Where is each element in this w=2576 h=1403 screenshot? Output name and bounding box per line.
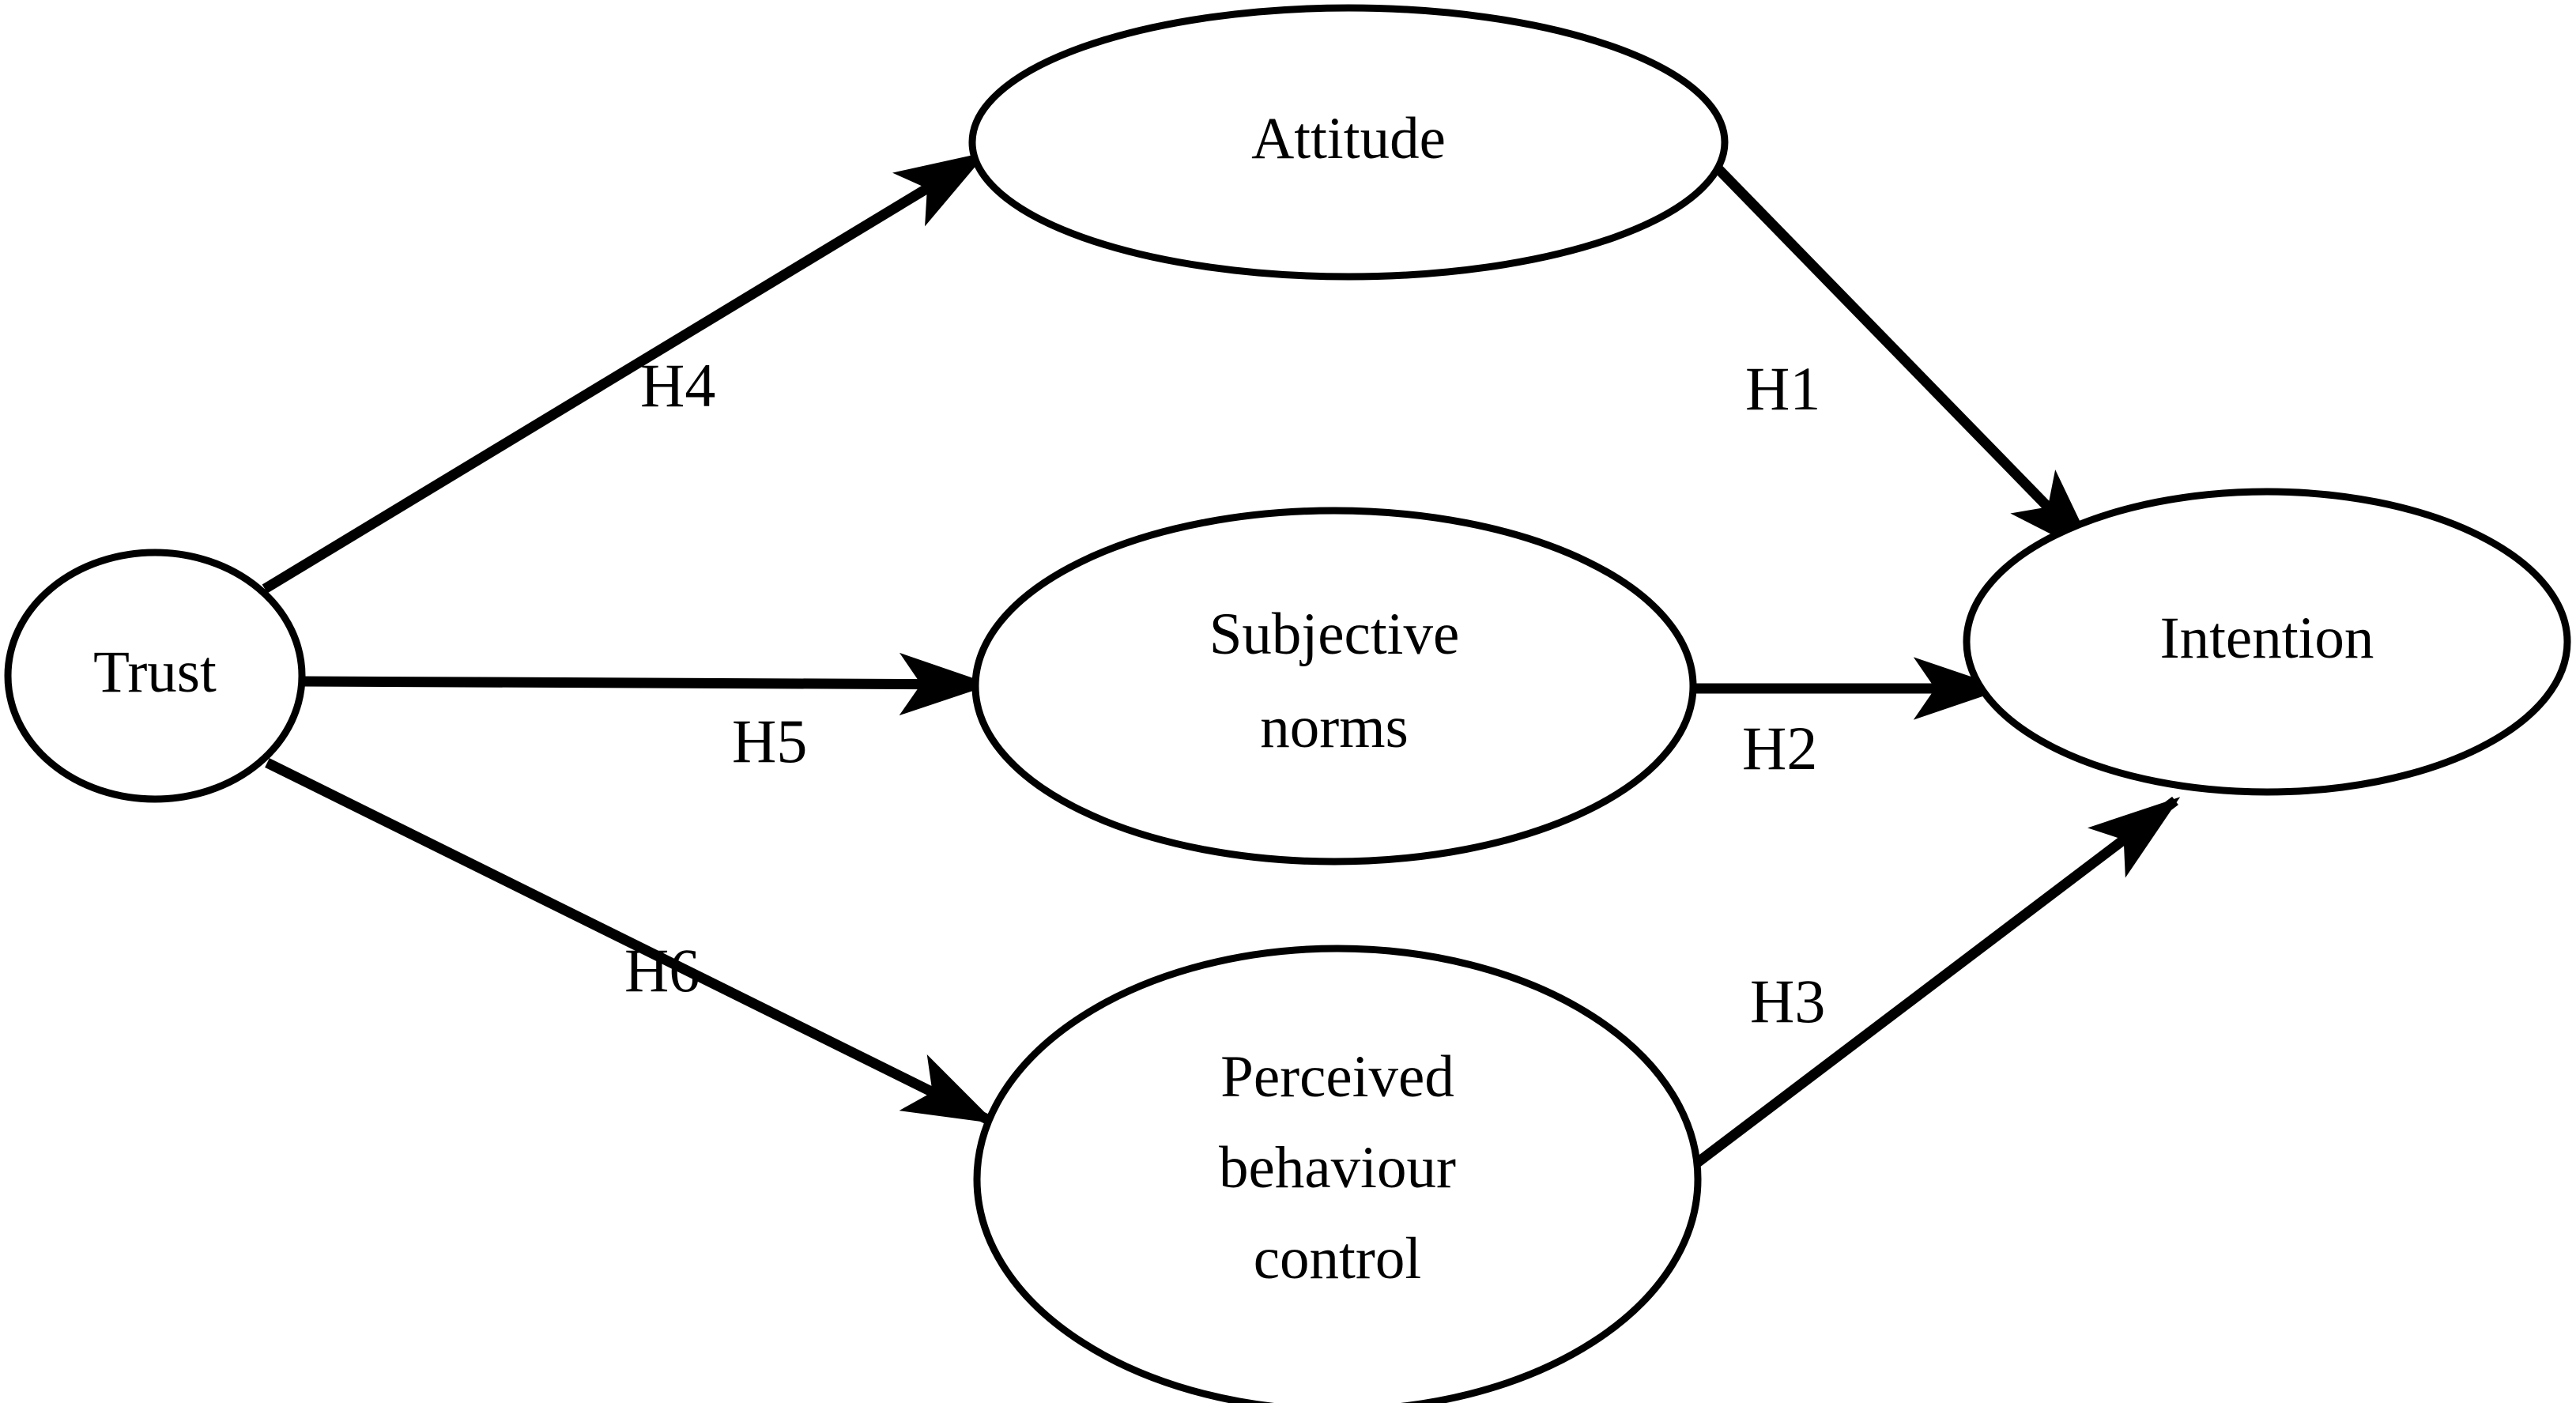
node-subjective-norms-ellipse[interactable] xyxy=(971,507,1697,866)
node-subjective-norms-label-line1: Subjective xyxy=(1209,602,1460,667)
node-intention-ellipse[interactable] xyxy=(1963,488,2571,796)
node-pbc-label-line1: Perceived xyxy=(1220,1044,1454,1110)
edge-h4 xyxy=(262,150,988,594)
edge-label-h6: H6 xyxy=(624,936,700,1005)
edge-h5-line xyxy=(298,652,992,716)
node-subjective-norms-label-line2: norms xyxy=(1260,695,1409,760)
node-trust-ellipse[interactable] xyxy=(4,549,306,803)
edge-h3-line xyxy=(1693,796,2181,1168)
node-perceived-behaviour-control[interactable]: Perceived behaviour control xyxy=(973,945,1702,1403)
edge-label-h1: H1 xyxy=(1745,354,1820,423)
edge-label-h5: H5 xyxy=(732,707,807,775)
node-trust[interactable]: Trust xyxy=(4,549,306,803)
node-trust-label: Trust xyxy=(93,639,217,705)
edge-h1 xyxy=(1690,140,2098,558)
edge-h3 xyxy=(1693,796,2181,1168)
node-intention[interactable]: Intention xyxy=(1963,488,2571,796)
edge-label-h2: H2 xyxy=(1742,714,1817,783)
node-perceived-behaviour-control-ellipse[interactable] xyxy=(973,945,1702,1403)
edge-h6-line xyxy=(265,758,996,1126)
edge-h4-line xyxy=(262,150,988,594)
edge-label-h3: H3 xyxy=(1750,967,1825,1035)
node-pbc-label-line3: control xyxy=(1254,1226,1421,1292)
edge-h1-line xyxy=(1690,140,2098,558)
edge-label-h4: H4 xyxy=(640,351,715,420)
edge-h5 xyxy=(298,652,992,716)
node-subjective-norms[interactable]: Subjective norms xyxy=(971,507,1697,866)
node-pbc-label-line2: behaviour xyxy=(1219,1135,1456,1201)
node-attitude[interactable]: Attitude xyxy=(968,4,1729,281)
node-intention-label: Intention xyxy=(2160,605,2374,671)
node-attitude-ellipse[interactable] xyxy=(968,4,1729,281)
node-attitude-label: Attitude xyxy=(1251,106,1446,172)
edge-h6 xyxy=(265,758,996,1126)
